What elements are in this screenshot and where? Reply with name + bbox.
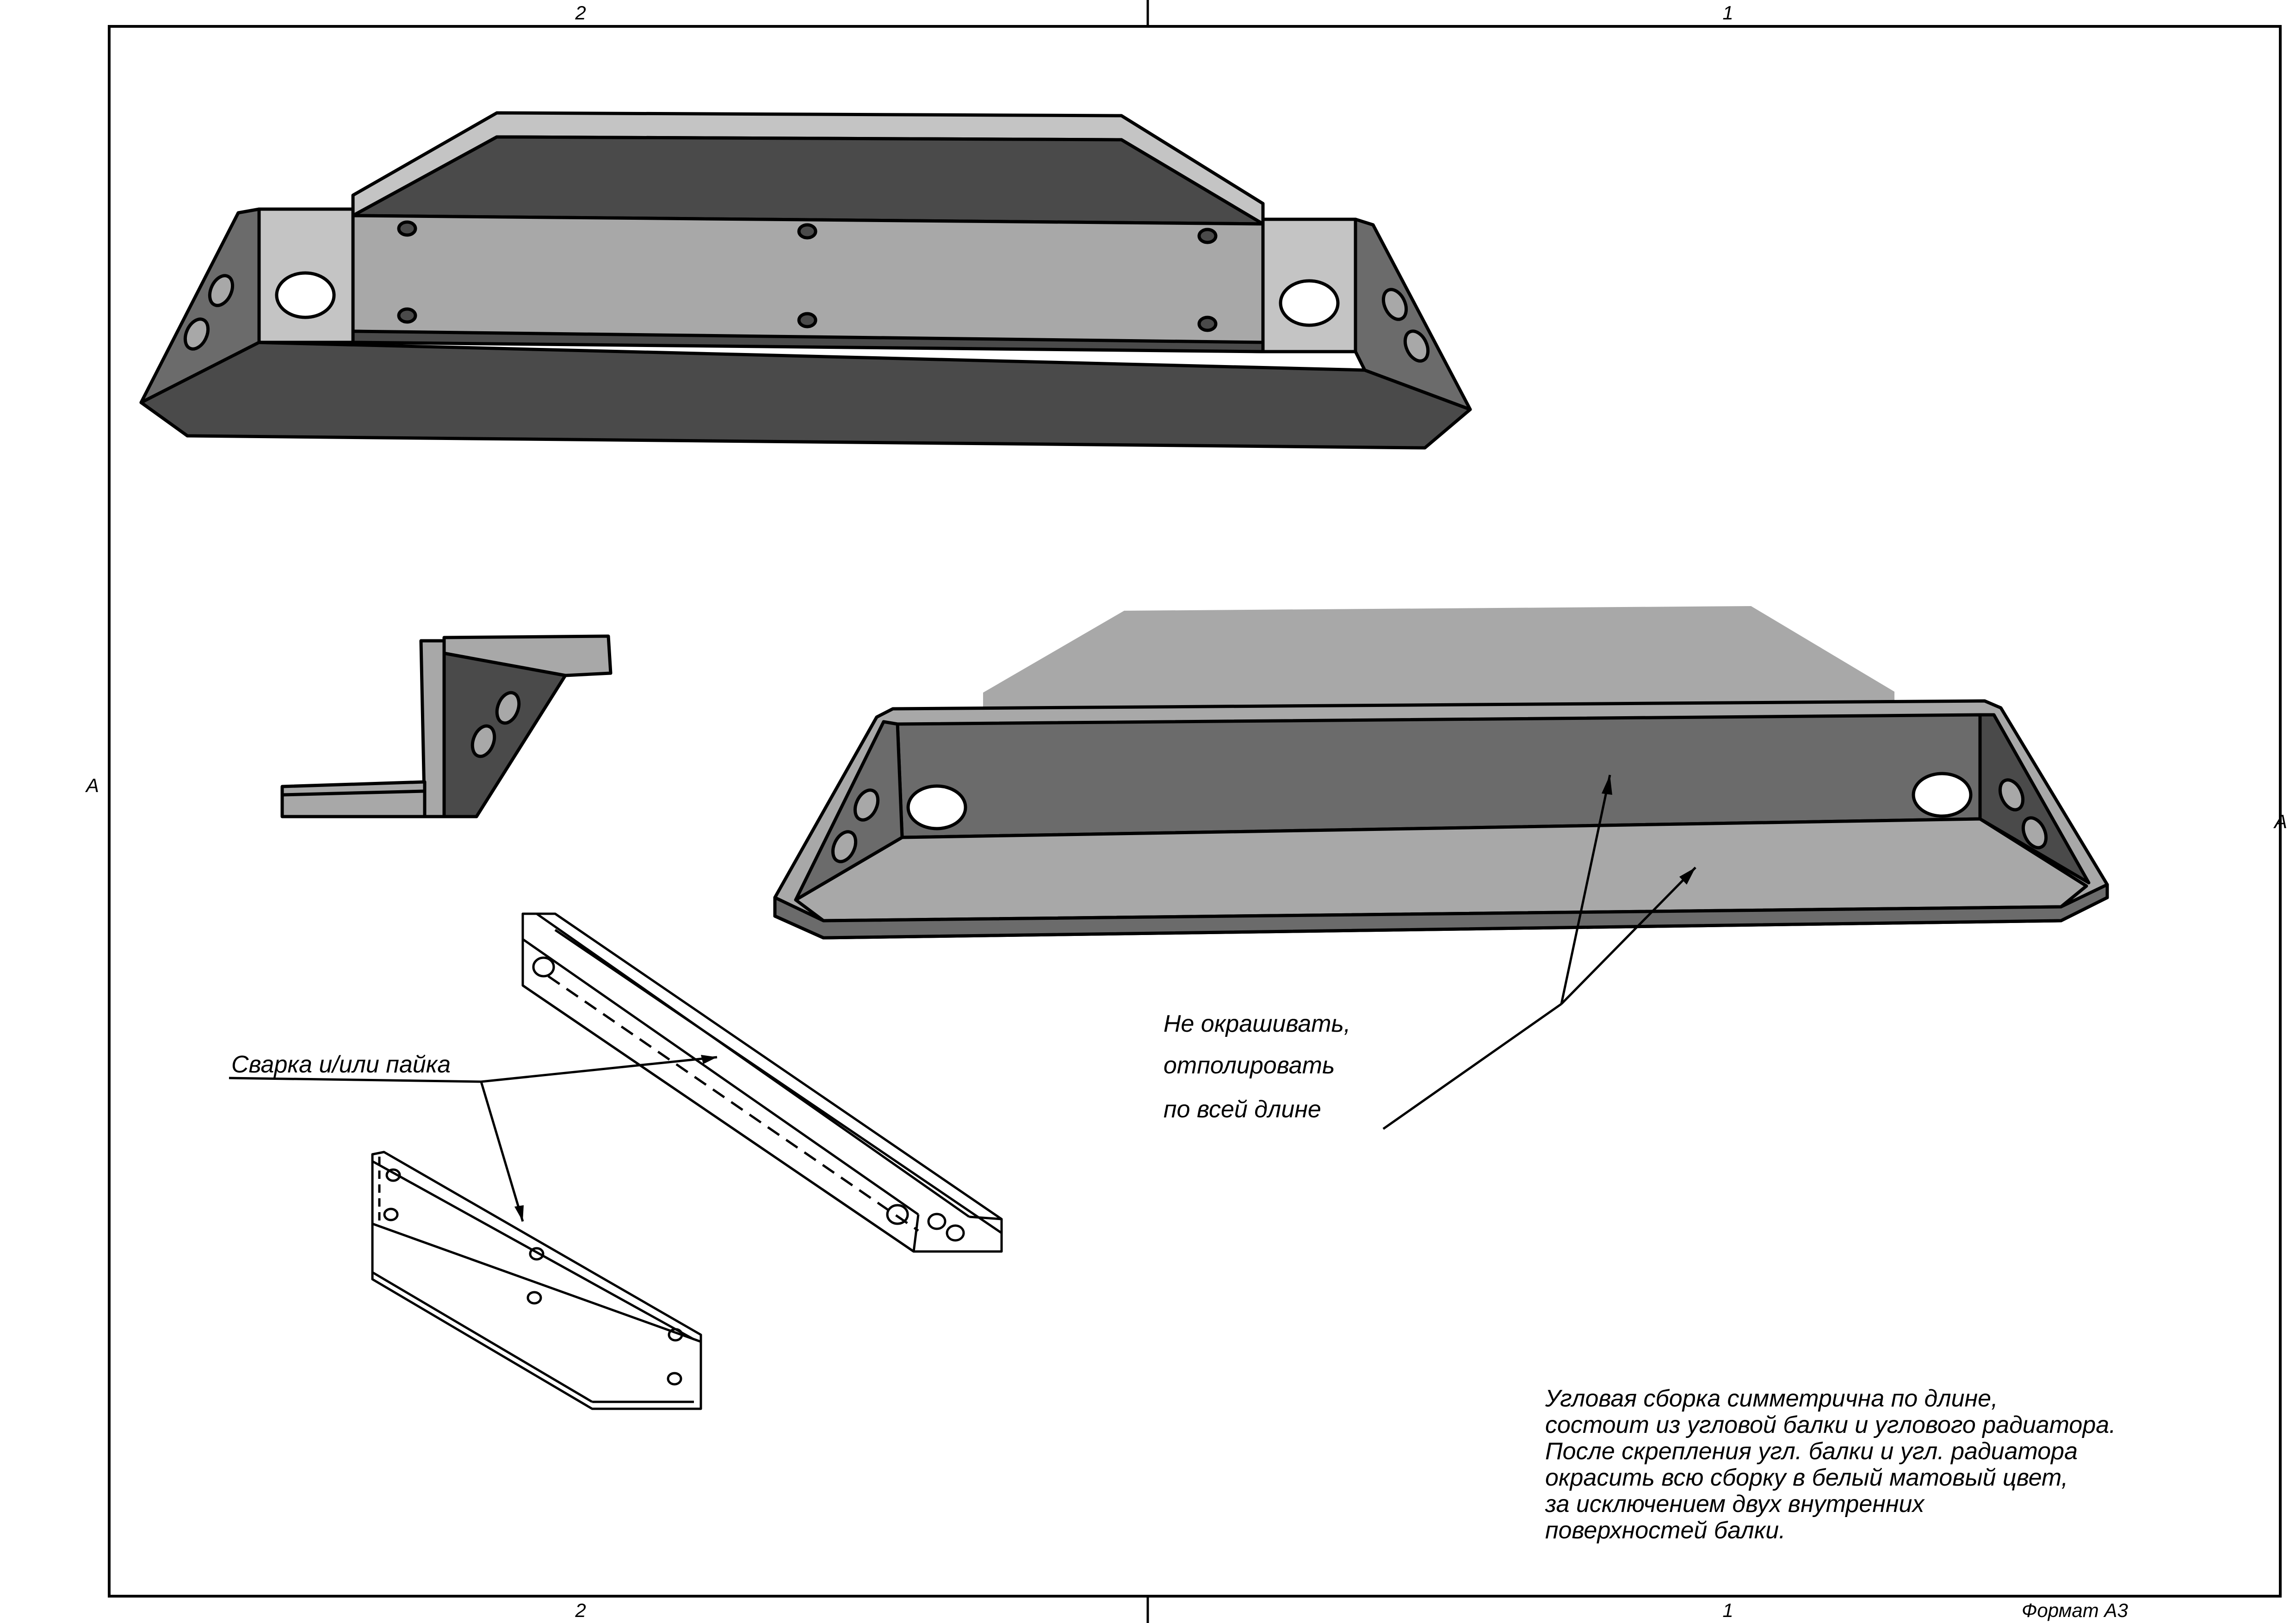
plate-edge: [372, 1222, 701, 1343]
arrow-head: [1602, 775, 1612, 795]
arrow-head: [1679, 867, 1696, 885]
zone-left-a: A: [85, 774, 99, 796]
end-hole: [208, 274, 235, 307]
end-hole: [183, 317, 210, 351]
plate-hole: [667, 1372, 682, 1386]
screw-hole: [397, 220, 417, 237]
polish-leader: [1560, 774, 1611, 1004]
bar-end-edge: [969, 1215, 1002, 1220]
radiator-bar: [521, 912, 1003, 1253]
beam-end-hole: [831, 830, 858, 863]
format-label: Формат А3: [2022, 1599, 2128, 1621]
base-strip: [351, 329, 1265, 353]
sheet-border: [108, 25, 2282, 1598]
polish-leader: [1382, 1003, 1562, 1130]
bracket-gusset: [442, 651, 567, 818]
assembly-notes: Угловая сборка симметрична по длине, сос…: [1545, 1385, 2116, 1544]
beam-back-plate: [983, 606, 1894, 708]
flat-plate: [371, 1151, 702, 1410]
bracket-base-plate: [280, 780, 427, 818]
beam-hole-left: [906, 784, 967, 830]
flange-hole-right: [1279, 279, 1340, 327]
arrow-head: [701, 1055, 717, 1064]
right-end-face: [1354, 217, 1472, 411]
beam-end-hole: [1998, 778, 2025, 812]
zone-top-2: 2: [575, 2, 586, 24]
note-line: за исключением двух внутренних: [1545, 1491, 1925, 1518]
screw-hole: [797, 312, 817, 328]
zone-top-1: 1: [1722, 2, 1733, 24]
note-line: поверхностей балки.: [1545, 1517, 1786, 1544]
beam-hole-right: [1912, 772, 1973, 818]
plate-hole: [526, 1291, 542, 1305]
bar-edge: [522, 984, 915, 1253]
bar-hole: [927, 1213, 947, 1230]
screw-hole: [1197, 228, 1218, 244]
beam-front-edge: [773, 883, 2109, 940]
polish-label-line-1: Не окрашивать,: [1163, 1010, 1350, 1037]
zone-right-a: A: [2273, 811, 2287, 832]
flange-hole-left: [275, 271, 336, 319]
welding-leader: [481, 1056, 718, 1083]
end-hole: [1403, 329, 1430, 363]
rear-plate-face: [351, 135, 1265, 226]
welding-leader: [480, 1081, 524, 1222]
bar-edge: [554, 929, 1003, 1234]
note-line: окрасить всю сборку в белый матовый цвет…: [1545, 1464, 2068, 1491]
welding-label: Сварка и/или пайка: [231, 1051, 451, 1078]
note-line: После скрепления угл. балки и угл. радиа…: [1545, 1438, 2078, 1465]
bottom-front-face: [139, 341, 1472, 450]
zone-bottom-2: 2: [575, 1599, 586, 1621]
bar-hole: [532, 956, 555, 978]
note-line: состоит из угловой балки и углового ради…: [1545, 1412, 2116, 1438]
beam-end-hole: [853, 788, 880, 822]
bar-outline: [521, 912, 1003, 1253]
plate-edge: [371, 1271, 593, 1403]
screw-hole: [397, 307, 417, 324]
zone-bottom-1: 1: [1722, 1599, 1733, 1621]
plate-hole: [383, 1208, 399, 1221]
note-line: Угловая сборка симметрична по длине,: [1545, 1385, 1998, 1412]
polish-label-line-3: по всей длине: [1163, 1096, 1321, 1123]
bar-end-edge: [912, 1214, 920, 1252]
end-hole: [1381, 288, 1408, 321]
plate-hole: [529, 1247, 545, 1261]
plate-hole: [668, 1328, 683, 1342]
angle-bracket: [280, 634, 613, 818]
polish-label-line-2: отполировать: [1163, 1052, 1335, 1079]
bracket-base-line: [282, 789, 425, 797]
beam-inner-wall: [896, 713, 1982, 839]
bar-hidden-edge: [547, 975, 919, 1232]
beam-end-hole: [2021, 816, 2048, 849]
bar-edge: [522, 938, 919, 1216]
bracket-hole: [495, 691, 521, 725]
leaders: [229, 774, 1696, 1222]
bar-hole: [886, 1204, 909, 1225]
polish-leader: [1560, 867, 1696, 1005]
beam-inner-view: [773, 606, 2109, 940]
beam-left-end: [794, 720, 904, 902]
beam-right-end: [1978, 713, 2091, 885]
bar-hole: [946, 1224, 965, 1242]
bracket-hole: [470, 724, 496, 758]
welding-leader-underline: [229, 1077, 482, 1083]
plate-hole: [385, 1168, 401, 1182]
screw-hole: [797, 223, 817, 240]
screw-hole: [1197, 316, 1218, 332]
arrow-head: [514, 1205, 524, 1221]
assembly-top-view: [139, 111, 1472, 450]
